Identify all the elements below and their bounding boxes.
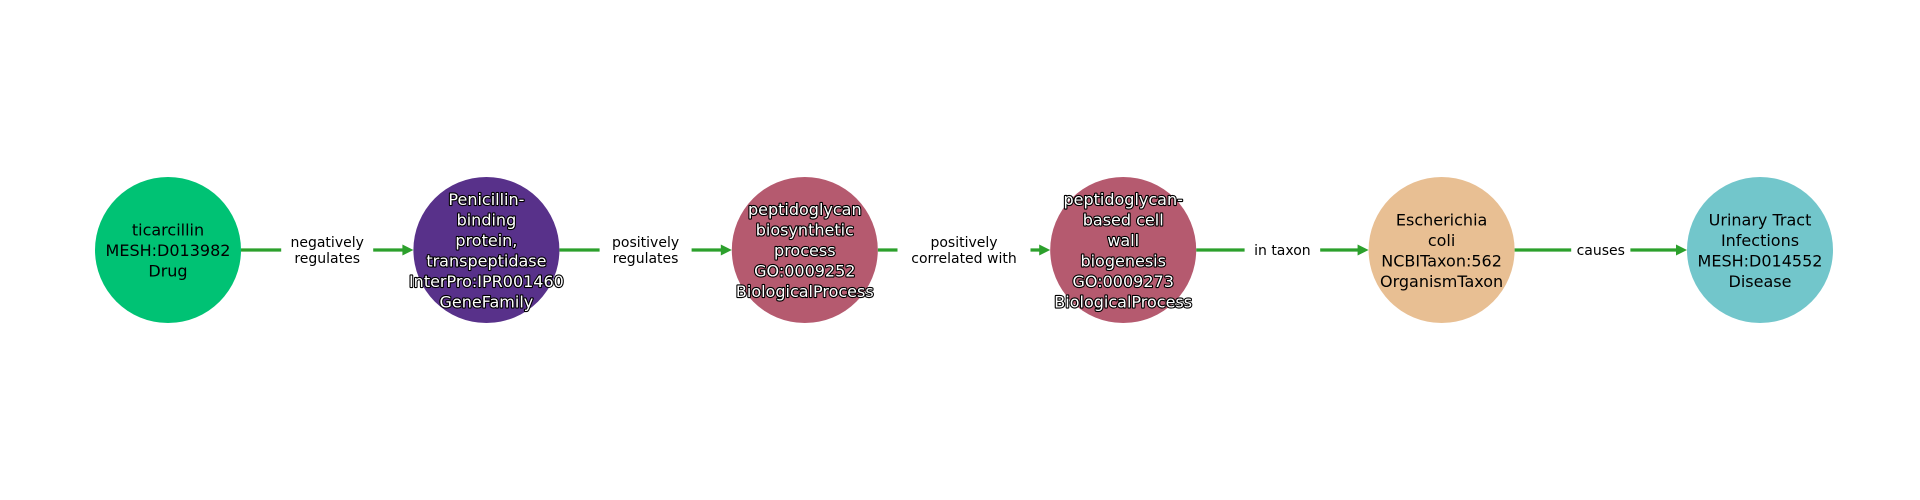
node-circle [731, 177, 878, 323]
edge-label: in taxon [1254, 243, 1311, 259]
node-circle [1050, 177, 1197, 323]
node-circle [1368, 177, 1515, 323]
node-label-line: Penicillin- [448, 190, 524, 209]
edge-label-background [897, 232, 1031, 268]
node-label-line: NCBITaxon:562 [1381, 251, 1502, 270]
node-label-line: MESH:D014552 [1698, 251, 1823, 270]
edge-label-background [599, 232, 692, 268]
edge-label-line: causes [1577, 243, 1625, 259]
node-label: Penicillin-binding protein,transpeptidase… [409, 190, 564, 312]
node-label-line: Urinary Tract [1709, 210, 1812, 229]
node-label-line: binding [457, 210, 517, 229]
arrowhead-icon [402, 244, 414, 256]
arrowhead-icon [1357, 244, 1369, 256]
edge-label-line: positively [612, 235, 679, 251]
edge-4: causes [1514, 240, 1687, 260]
node-label-line: based cell [1083, 210, 1164, 229]
node-label-line: Escherichia [1396, 210, 1487, 229]
node-label-line: process [774, 241, 835, 260]
edge-label-line: positively [930, 235, 997, 251]
node-label-line: protein, [455, 231, 517, 250]
node-label-line: peptidoglycan [748, 200, 862, 219]
node-label-line: MESH:D013982 [106, 241, 231, 260]
node-label-line: biosynthetic [756, 221, 854, 240]
edge-label-line: regulates [613, 251, 679, 267]
edge-label: causes [1577, 243, 1625, 259]
node-label-line: Infections [1721, 231, 1799, 250]
node-label-line: coli [1428, 231, 1455, 250]
node-label-line: transpeptidase [426, 251, 546, 270]
edge-label-line: regulates [294, 251, 360, 267]
edge-3: in taxon [1196, 240, 1369, 260]
node-circle [95, 177, 241, 323]
node-label-line: wall [1107, 231, 1139, 250]
edge-label-background [1244, 240, 1321, 260]
node-circle [413, 177, 560, 323]
edge-label-background [1571, 240, 1631, 260]
node-label-line: OrganismTaxon [1380, 272, 1503, 291]
node-label-line: InterPro:IPR001460 [409, 272, 564, 291]
arrowhead-icon [1039, 244, 1051, 256]
edge-label-line: correlated with [911, 251, 1016, 267]
node-label-line: biogenesis [1080, 251, 1166, 270]
node-label-line: GO:0009252 [754, 262, 855, 281]
edge-label-line: negatively [290, 235, 363, 251]
node-label-line: BiologicalProcess [1054, 292, 1192, 311]
node-label-line: GeneFamily [440, 292, 534, 311]
node-penicillin-binding-protein: Penicillin-binding protein,transpeptidase… [408, 177, 565, 323]
node-label-line: peptidoglycan- [1063, 190, 1182, 209]
edge-label-background [281, 232, 374, 268]
node-label-line: GO:0009273 [1073, 272, 1174, 291]
arrowhead-icon [720, 244, 732, 256]
node-label-line: Drug [148, 262, 187, 281]
node-label-line: BiologicalProcess [736, 282, 874, 301]
edge-label-line: in taxon [1254, 243, 1311, 259]
arrowhead-icon [1676, 244, 1687, 256]
node-circle [1687, 177, 1833, 323]
node-label-line: ticarcillin [132, 221, 204, 240]
node-label-line: Disease [1729, 272, 1792, 291]
